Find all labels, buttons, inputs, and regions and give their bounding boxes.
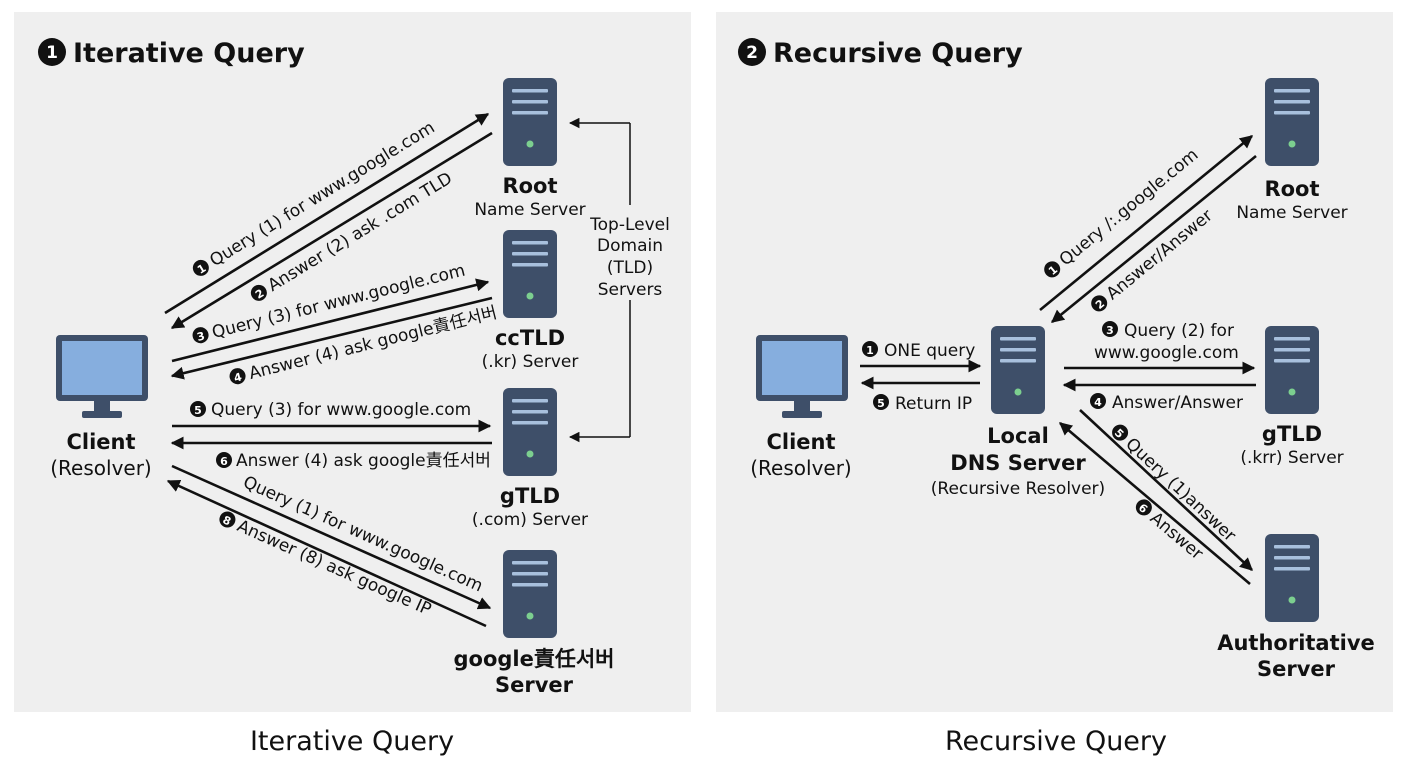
- cctld-server-icon: [503, 230, 557, 318]
- google-sublabel: Server: [495, 673, 574, 697]
- gtld-label: gTLD: [1262, 422, 1322, 446]
- root-sublabel: Name Server: [474, 200, 585, 220]
- svg-text:www.google.com: www.google.com: [1094, 343, 1239, 363]
- iterative-title: 1 Iterative Query: [38, 38, 305, 69]
- cctld-label: ccTLD: [495, 326, 565, 350]
- local-dns-label-1: Local: [987, 424, 1049, 448]
- google-label: google責任서버: [454, 647, 615, 671]
- svg-text:Query (3) for www.google.com: Query (3) for www.google.com: [211, 400, 471, 420]
- svg-text:2: 2: [746, 43, 758, 63]
- iterative-caption: Iterative Query: [250, 726, 454, 757]
- client-sublabel: (Resolver): [750, 456, 851, 480]
- svg-text:3: 3: [196, 329, 207, 343]
- recursive-caption: Recursive Query: [945, 726, 1167, 757]
- arrow-right-5: 3 Query (2) for www.google.com: [1064, 321, 1256, 375]
- svg-text:Answer/Answer: Answer/Answer: [1112, 393, 1243, 413]
- client-sublabel: (Resolver): [50, 456, 151, 480]
- google-server-icon: [503, 550, 557, 638]
- svg-text:Answer (4) ask google責任서버: Answer (4) ask google責任서버: [236, 451, 491, 471]
- root-label: Root: [502, 174, 557, 198]
- local-dns-label-2: DNS Server: [950, 451, 1086, 475]
- tld-group-label-1: Top-Level: [589, 215, 670, 235]
- svg-text:6: 6: [220, 455, 228, 468]
- svg-text:Query (2) for: Query (2) for: [1124, 321, 1234, 341]
- root-server-icon: [1265, 78, 1319, 166]
- tld-group-label-2: Domain: [597, 236, 663, 256]
- tld-group-label-4: Servers: [598, 280, 663, 300]
- gtld-server-icon: [1265, 326, 1319, 414]
- local-dns-server-icon: [991, 326, 1045, 414]
- root-sublabel: Name Server: [1236, 203, 1347, 223]
- svg-text:1: 1: [46, 43, 58, 63]
- recursive-title: 2 Recursive Query: [738, 38, 1023, 69]
- svg-text:5: 5: [877, 397, 885, 410]
- arrow-right-2: 5 Return IP: [860, 376, 980, 414]
- gtld-server-icon: [503, 388, 557, 476]
- cctld-sublabel: (.kr) Server: [482, 352, 579, 372]
- svg-text:5: 5: [194, 404, 202, 417]
- svg-text:Iterative Query: Iterative Query: [73, 38, 305, 69]
- gtld-sublabel: (.com) Server: [472, 510, 588, 530]
- tld-group-label-3: (TLD): [607, 258, 653, 278]
- local-dns-sublabel: (Recursive Resolver): [931, 479, 1105, 499]
- client-label: Client: [766, 430, 835, 454]
- svg-text:3: 3: [1106, 324, 1114, 337]
- root-label: Root: [1264, 177, 1319, 201]
- client-label: Client: [66, 430, 135, 454]
- tld-bracket: [568, 117, 631, 443]
- svg-text:ONE query: ONE query: [884, 341, 975, 361]
- arrow-left-5: 5 Query (3) for www.google.com: [172, 400, 492, 433]
- arrow-right-6: 4 Answer/Answer: [1062, 378, 1256, 413]
- root-server-icon: [503, 78, 557, 166]
- svg-text:Recursive Query: Recursive Query: [773, 38, 1023, 69]
- gtld-sublabel: (.krr) Server: [1240, 448, 1343, 468]
- svg-text:Return IP: Return IP: [895, 394, 972, 414]
- arrow-right-1: 1 ONE query: [860, 341, 982, 373]
- gtld-label: gTLD: [500, 484, 560, 508]
- svg-text:1: 1: [866, 344, 874, 357]
- svg-text:4: 4: [1094, 396, 1102, 409]
- arrow-left-6: 6 Answer (4) ask google責任서버: [170, 436, 492, 471]
- authoritative-label-2: Server: [1257, 657, 1336, 681]
- authoritative-server-icon: [1265, 534, 1319, 622]
- svg-text:4: 4: [233, 370, 244, 385]
- authoritative-label-1: Authoritative: [1217, 631, 1375, 655]
